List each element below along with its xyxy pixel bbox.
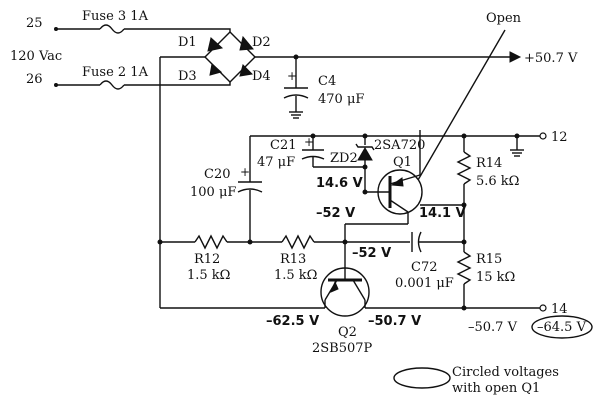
c4-value-label: 470 μF xyxy=(318,92,364,107)
r14-value-label: 5.6 kΩ xyxy=(476,174,519,189)
c20-value-label: 100 μF xyxy=(190,185,236,200)
d3-label: D3 xyxy=(178,69,197,84)
terminal-12-label: 12 xyxy=(551,130,568,145)
fuse-3-symbol xyxy=(99,24,125,34)
q2-name-label: Q2 xyxy=(338,325,357,340)
r12-name-label: R12 xyxy=(194,252,220,267)
c4-plus: + xyxy=(287,69,297,83)
rail-14 xyxy=(160,304,547,312)
node-voltage: –52 V xyxy=(352,246,391,261)
terminal-25-label: 25 xyxy=(26,16,43,31)
c20-name-label: C20 xyxy=(204,167,231,182)
q1-emitter-voltage: 14.1 V xyxy=(419,206,466,221)
r13-name-label: R13 xyxy=(280,252,306,267)
capacitor-c20 xyxy=(237,136,263,245)
q2-type-label: 2SB507P xyxy=(312,341,373,356)
legend-line-2: with open Q1 xyxy=(452,381,540,396)
terminal-14-node xyxy=(539,304,547,312)
diode-d1 xyxy=(207,37,224,52)
legend-line-1: Circled voltages xyxy=(452,365,559,380)
terminal-12-node xyxy=(539,132,547,140)
capacitor-c4 xyxy=(283,57,309,119)
q1-name-label: Q1 xyxy=(393,155,412,170)
c20-plus: + xyxy=(240,165,250,179)
capacitor-c21 xyxy=(301,136,368,170)
open-pointer xyxy=(417,29,506,181)
q1-collector-voltage: –52 V xyxy=(316,206,355,221)
bridge-rectifier xyxy=(159,28,522,308)
zd2-label: ZD2 xyxy=(330,151,358,166)
output-voltage-label: +50.7 V xyxy=(524,51,578,66)
q2-right-voltage: –50.7 V xyxy=(368,314,421,329)
input-voltage-label: 120 Vac xyxy=(10,49,62,64)
r12-value-label: 1.5 kΩ xyxy=(187,268,230,283)
r15-value-label: 15 kΩ xyxy=(476,270,515,285)
fuse-3-label: Fuse 3 1A xyxy=(82,9,149,24)
resistor-r13 xyxy=(281,234,315,250)
c72-value-label: 0.001 μF xyxy=(395,276,454,291)
terminal-14-voltage: –50.7 V xyxy=(468,320,518,335)
c21-plus: + xyxy=(304,135,314,149)
fuse-2-symbol xyxy=(99,80,125,90)
terminal-14-label: 14 xyxy=(551,302,568,317)
diode-d3 xyxy=(209,63,223,76)
fuse-2-label: Fuse 2 1A xyxy=(82,65,149,80)
transistor-q2 xyxy=(320,242,370,317)
r13-value-label: 1.5 kΩ xyxy=(274,268,317,283)
terminal-26-label: 26 xyxy=(26,72,43,87)
q2-left-voltage: –62.5 V xyxy=(266,314,319,329)
r14-name-label: R14 xyxy=(476,156,502,171)
open-label: Open xyxy=(486,11,522,26)
r15-name-label: R15 xyxy=(476,252,502,267)
resistor-r12 xyxy=(194,234,228,250)
legend-ellipse xyxy=(393,367,451,389)
middle-rail xyxy=(157,231,464,253)
input-section xyxy=(54,24,160,90)
resistor-r15 xyxy=(456,205,472,311)
circled-voltage-marker xyxy=(531,315,593,339)
q1-type-label: 2SA720 xyxy=(374,138,425,153)
d4-label: D4 xyxy=(252,69,271,84)
terminal-14-circled-voltage: –64.5 V xyxy=(537,320,587,335)
c4-name-label: C4 xyxy=(318,74,336,89)
c72-name-label: C72 xyxy=(411,260,438,275)
diode-d4 xyxy=(239,64,254,77)
c21-value-label: 47 μF xyxy=(257,155,295,170)
d1-label: D1 xyxy=(178,35,197,50)
resistor-r14 xyxy=(456,136,472,205)
d2-label: D2 xyxy=(252,35,271,50)
c21-name-label: C21 xyxy=(270,138,297,153)
zener-zd2 xyxy=(355,136,375,167)
q1-base-voltage: 14.6 V xyxy=(316,176,363,191)
output-arrow xyxy=(509,51,522,63)
transistor-q1 xyxy=(344,130,467,242)
diode-d2 xyxy=(239,35,255,51)
